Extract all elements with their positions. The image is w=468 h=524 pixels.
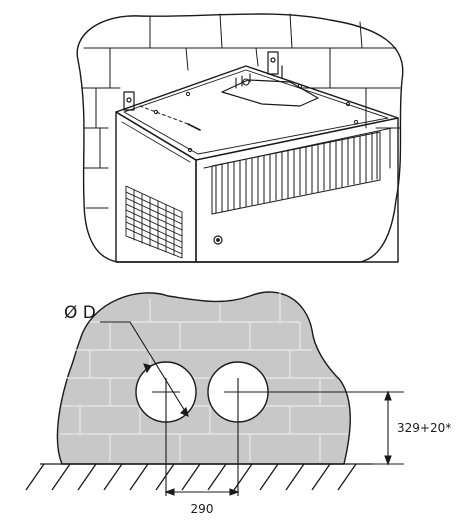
left-bracket — [123, 91, 135, 111]
wall-bricks — [81, 13, 401, 209]
unit-wall-illustration — [76, 13, 404, 263]
side-vents — [125, 185, 183, 259]
spacing-label: 290 — [191, 502, 214, 516]
cabinet-front — [195, 117, 399, 263]
diameter-dimension — [100, 321, 189, 417]
cabinet-side — [115, 111, 197, 263]
right-bracket — [267, 51, 283, 79]
hole-dimension-diagram: Ø D 290 329+20* — [25, 290, 451, 516]
screw-guide — [139, 105, 189, 125]
height-dimension — [354, 390, 404, 466]
diameter-label: Ø D — [64, 303, 96, 323]
lock-knob — [213, 235, 223, 245]
spacing-dimension — [164, 488, 240, 496]
height-label: 329+20* — [397, 421, 451, 435]
ground-line — [25, 463, 372, 491]
wall-outline — [76, 13, 404, 263]
hole-centerlines — [152, 378, 404, 496]
front-vents — [211, 131, 381, 215]
screw — [187, 123, 201, 131]
